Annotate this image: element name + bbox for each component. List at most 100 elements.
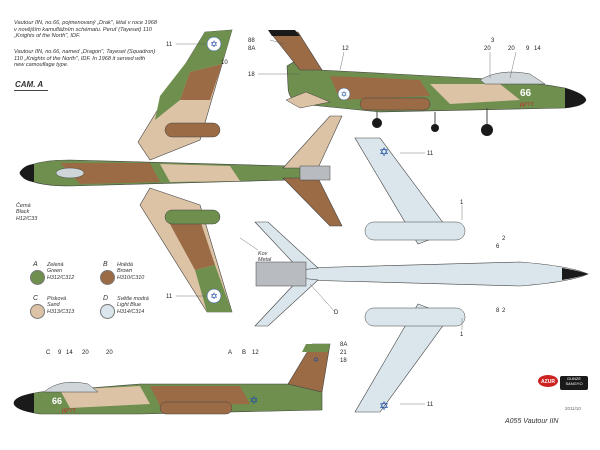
side-view-lower-camo2 bbox=[150, 386, 250, 406]
side-view-upper-nose bbox=[565, 88, 586, 108]
callout: 11 bbox=[427, 151, 434, 157]
top-view-lower-wing-camo bbox=[165, 215, 215, 270]
side-view-upper-nacelle bbox=[359, 97, 431, 111]
side-view-upper-fin-camo bbox=[268, 30, 300, 36]
legend-letter: A bbox=[33, 261, 38, 268]
legend-swatch-brown bbox=[100, 270, 115, 285]
legend-swatch-green bbox=[30, 270, 45, 285]
top-view-nacelle-lower bbox=[164, 209, 221, 225]
bottom-view-tailplane-upper bbox=[254, 221, 319, 271]
callout: 11 bbox=[166, 42, 173, 48]
side-view-upper-wheel-front bbox=[481, 124, 493, 136]
legend-text: Zelená Green H312/C312 bbox=[47, 262, 75, 281]
side-view-lower-star: ✡ bbox=[249, 395, 258, 407]
callout: 10 bbox=[221, 60, 228, 66]
top-view-nacelle-upper bbox=[164, 122, 221, 138]
side-view-lower-canopy bbox=[43, 382, 99, 393]
side-view-upper-camo1 bbox=[330, 76, 430, 100]
description-czech: Vautour IIN, no.66, pojmenovaný „Drak", … bbox=[14, 20, 157, 40]
side-view-lower-script: דרקון bbox=[61, 408, 76, 414]
legend-text: Hnědá Brown H310/C310 bbox=[117, 262, 145, 281]
callout: A bbox=[228, 350, 232, 356]
side-view-lower-number: 66 bbox=[52, 396, 62, 406]
bottom-view-star-lower: ✡ bbox=[379, 399, 389, 413]
side-view-lower-nacelle bbox=[159, 401, 233, 415]
side-view-upper-star: ✡ bbox=[341, 90, 348, 99]
camouflage-underline bbox=[14, 90, 48, 91]
callout: 20 bbox=[508, 46, 515, 52]
callout: 12 bbox=[252, 350, 259, 356]
callout: 9 bbox=[526, 46, 530, 52]
legend-text: Světle modrá Light Blue H314/C314 bbox=[117, 296, 149, 315]
top-view-nose bbox=[20, 164, 34, 182]
callout: 9 bbox=[58, 350, 62, 356]
svg-text:AZUR: AZUR bbox=[541, 379, 555, 385]
camouflage-label: CAM. A bbox=[15, 80, 44, 89]
top-view-star-lower: ✡ bbox=[210, 291, 218, 301]
bottom-view-nacelle-upper bbox=[364, 221, 466, 241]
callout: D bbox=[334, 310, 339, 316]
side-view-upper-tailplane bbox=[285, 91, 331, 109]
top-view-tail-metal bbox=[299, 165, 331, 181]
legend-letter: C bbox=[33, 295, 39, 302]
callout: 11 bbox=[166, 294, 173, 300]
top-view-tailplane-upper bbox=[282, 115, 343, 169]
legend-swatch-sand bbox=[30, 304, 45, 319]
callout: 18 bbox=[340, 358, 347, 364]
black-color-label: Černá Black H12/C33 bbox=[16, 203, 38, 222]
callout: 1 bbox=[460, 332, 464, 338]
top-view-tailplane-lower bbox=[282, 177, 343, 227]
bottom-view: ✡ ✡ bbox=[254, 137, 589, 413]
side-view-upper-wheel-mid bbox=[431, 124, 439, 132]
callout: 88 bbox=[248, 38, 255, 44]
callout-numbers: 11 10 88 8A 12 18 3 20 20 9 14 1 6 2 8 2… bbox=[46, 38, 541, 408]
legend-swatch-light-blue bbox=[100, 304, 115, 319]
bottom-view-nose bbox=[562, 268, 588, 280]
callout: 2 bbox=[502, 236, 506, 242]
bottom-view-star-upper: ✡ bbox=[379, 145, 389, 159]
callout: 8 bbox=[496, 308, 500, 314]
side-view-upper-number: 66 bbox=[520, 88, 532, 99]
top-view-roundel-lower bbox=[206, 288, 222, 304]
top-view-star-upper: ✡ bbox=[210, 39, 218, 49]
side-view-lower-nose bbox=[14, 393, 34, 413]
top-view-lower-wing-camo2 bbox=[195, 265, 232, 312]
bottom-view-nacelle-lower bbox=[364, 307, 466, 327]
callout: 18 bbox=[248, 72, 255, 78]
callout: C bbox=[46, 350, 51, 356]
callout-leaders bbox=[176, 39, 517, 405]
side-view-upper-canopy bbox=[479, 71, 546, 85]
callout: 14 bbox=[534, 46, 541, 52]
top-view-fuselage-camo2 bbox=[160, 164, 240, 182]
side-view-upper-fin bbox=[269, 31, 323, 71]
callout: 21 bbox=[340, 350, 347, 356]
top-view-fuselage-camo bbox=[60, 163, 160, 184]
top-view-upper-wing-camo2 bbox=[180, 64, 222, 100]
azur-logo: AZUR bbox=[538, 375, 558, 387]
side-view-upper: ✡ 66 דרקון bbox=[268, 30, 587, 136]
top-view-roundel-upper bbox=[206, 36, 222, 52]
callout: 14 bbox=[66, 350, 73, 356]
callout: 6 bbox=[496, 244, 500, 250]
metal-color-label: Kov Metal bbox=[258, 251, 272, 264]
side-view-upper-roundel bbox=[337, 87, 351, 101]
callout: 1 bbox=[460, 200, 464, 206]
callout: 11 bbox=[427, 402, 434, 408]
product-title: A055 Vautour IIN bbox=[505, 418, 559, 425]
callout: 20 bbox=[82, 350, 89, 356]
description-english: Vautour IIN, no.66, named „Dragon", Taye… bbox=[14, 49, 156, 69]
legend-letter: D bbox=[103, 295, 109, 302]
callout: 20 bbox=[484, 46, 491, 52]
side-view-lower-fin-top bbox=[302, 344, 330, 352]
side-view-lower-fin-star: ✡ bbox=[313, 356, 319, 364]
callout: 3 bbox=[491, 38, 495, 44]
bottom-view-tailplane-lower bbox=[254, 277, 319, 327]
bottom-view-tail-metal bbox=[255, 261, 307, 287]
callout: 8A bbox=[248, 46, 255, 52]
side-view-upper-script: דרקון bbox=[519, 102, 534, 108]
callout: 8A bbox=[340, 342, 347, 348]
legend-text: Písková Sand H313/C313 bbox=[47, 296, 75, 315]
side-view-upper-wheel-rear bbox=[372, 118, 382, 128]
